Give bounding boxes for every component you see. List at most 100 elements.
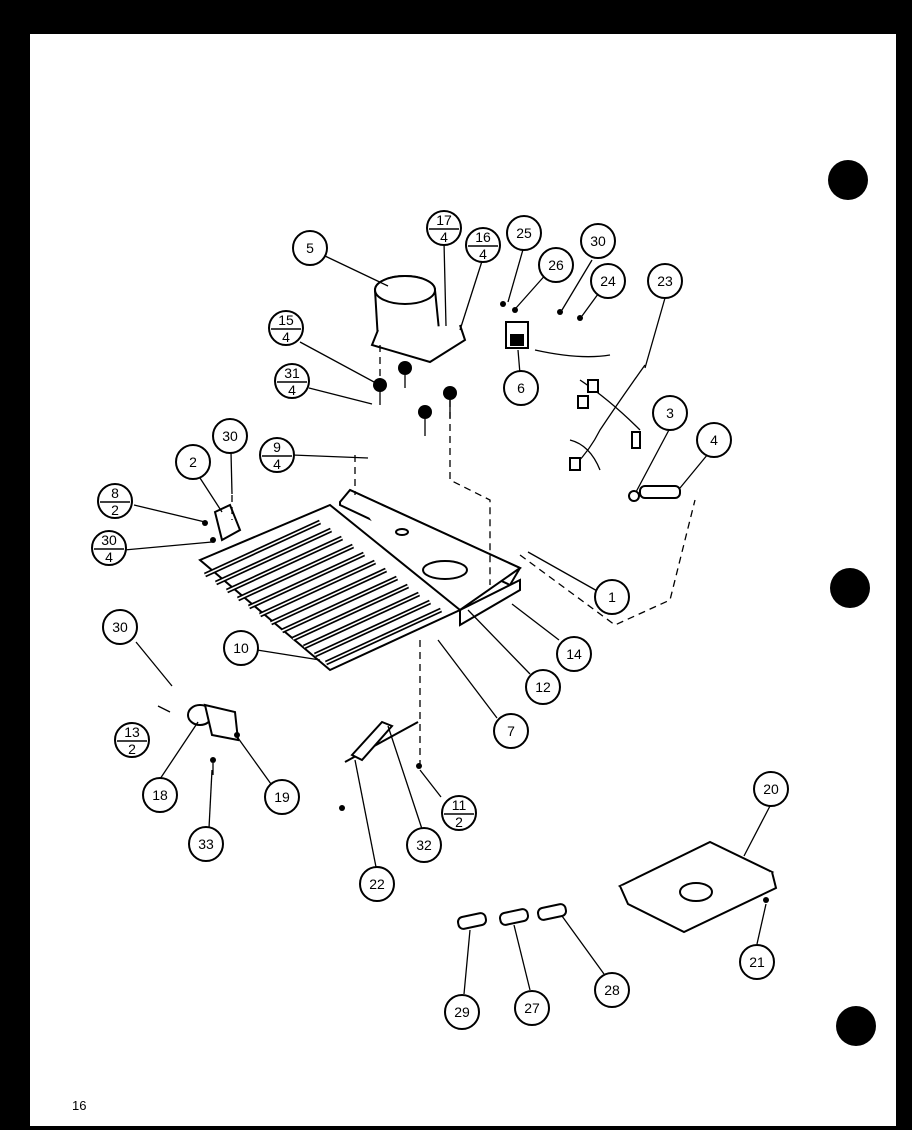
callout-c14: 14 bbox=[556, 636, 592, 672]
callout-c19: 19 bbox=[264, 779, 300, 815]
callout-sheet-number: 2 bbox=[128, 741, 136, 757]
callout-c30d: 30 bbox=[102, 609, 138, 645]
callout-number: 5 bbox=[306, 240, 314, 256]
coil-tube-highlight bbox=[314, 601, 431, 656]
assembly-dash-lines bbox=[231, 345, 696, 770]
callout-number: 33 bbox=[198, 836, 214, 852]
callout-c26: 26 bbox=[538, 247, 574, 283]
callout-number: 29 bbox=[454, 1004, 470, 1020]
callout-circle bbox=[538, 247, 574, 283]
callout-number: 14 bbox=[566, 646, 582, 662]
callout-c30b: 30 bbox=[212, 418, 248, 454]
callout-c5: 5 bbox=[292, 230, 328, 266]
callout-c31: 314 bbox=[274, 363, 310, 399]
drain-pan bbox=[617, 840, 778, 934]
callout-number: 26 bbox=[548, 257, 564, 273]
coil-tube-highlight bbox=[226, 537, 343, 592]
leader-lines bbox=[123, 241, 771, 995]
callout-number: 15 bbox=[278, 312, 294, 328]
callout-number: 21 bbox=[749, 954, 765, 970]
callout-c11: 112 bbox=[441, 795, 477, 831]
coil-tube-highlight bbox=[259, 561, 376, 616]
callout-circle bbox=[525, 669, 561, 705]
wiring-harness bbox=[534, 349, 646, 471]
callout-circle bbox=[264, 779, 300, 815]
callout-circle bbox=[594, 579, 630, 615]
callout-circle bbox=[753, 771, 789, 807]
callout-circle bbox=[590, 263, 626, 299]
relay-overload bbox=[500, 301, 583, 349]
start-capacitors bbox=[456, 903, 568, 930]
callout-circle bbox=[652, 395, 688, 431]
coil-tube-highlight bbox=[281, 577, 398, 632]
coil-tube-highlight bbox=[237, 545, 354, 600]
callout-number: 6 bbox=[517, 380, 525, 396]
callout-c29: 29 bbox=[444, 994, 480, 1030]
callout-number: 7 bbox=[507, 723, 515, 739]
callout-number: 23 bbox=[657, 273, 673, 289]
callout-sheet-number: 4 bbox=[105, 549, 113, 565]
callout-number: 3 bbox=[666, 405, 674, 421]
callout-circle bbox=[175, 444, 211, 480]
callout-number: 25 bbox=[516, 225, 532, 241]
callout-c6: 6 bbox=[503, 370, 539, 406]
compressor bbox=[370, 275, 467, 436]
binder-hole bbox=[828, 160, 868, 200]
callout-number: 4 bbox=[710, 432, 718, 448]
callout-sheet-number: 2 bbox=[111, 502, 119, 518]
callout-c3: 3 bbox=[652, 395, 688, 431]
callout-c2: 2 bbox=[175, 444, 211, 480]
callout-number: 30 bbox=[112, 619, 128, 635]
callout-c25: 25 bbox=[506, 215, 542, 251]
callout-sheet-number: 2 bbox=[455, 814, 463, 830]
callout-c4: 4 bbox=[696, 422, 732, 458]
callout-sheet-number: 4 bbox=[288, 382, 296, 398]
callout-c15: 154 bbox=[268, 310, 304, 346]
condenser-coil bbox=[198, 503, 462, 672]
callout-sheet-number: 4 bbox=[440, 229, 448, 245]
callout-c17: 174 bbox=[426, 210, 462, 246]
callout-c30c: 304 bbox=[91, 530, 127, 566]
callout-circle bbox=[97, 483, 133, 519]
callout-c8: 82 bbox=[97, 483, 133, 519]
callout-c7: 7 bbox=[493, 713, 529, 749]
coil-tube-highlight bbox=[215, 529, 332, 584]
callout-number: 17 bbox=[436, 212, 452, 228]
callout-circle bbox=[556, 636, 592, 672]
callout-circle bbox=[503, 370, 539, 406]
callout-circle bbox=[188, 826, 224, 862]
callout-circle bbox=[274, 363, 310, 399]
callout-number: 30 bbox=[101, 532, 117, 548]
coil-tube-highlight bbox=[204, 521, 321, 576]
fan-shroud-bracket bbox=[339, 720, 422, 811]
callout-circle bbox=[91, 530, 127, 566]
callout-circle bbox=[426, 210, 462, 246]
coil-tube-highlight bbox=[292, 585, 409, 640]
callout-number: 11 bbox=[452, 797, 467, 813]
callout-circle bbox=[647, 263, 683, 299]
callout-number: 28 bbox=[604, 982, 620, 998]
callout-number: 20 bbox=[763, 781, 779, 797]
callout-circle bbox=[580, 223, 616, 259]
exploded-parts-diagram: 5174164252630242315431463494302823041141… bbox=[91, 210, 789, 1030]
callout-sheet-number: 4 bbox=[273, 456, 281, 472]
callout-circle bbox=[406, 827, 442, 863]
callout-number: 12 bbox=[535, 679, 551, 695]
callout-sheet-number: 4 bbox=[282, 329, 290, 345]
callout-number: 13 bbox=[124, 724, 140, 740]
callout-number: 27 bbox=[524, 1000, 540, 1016]
callout-circle bbox=[594, 972, 630, 1008]
callout-c24: 24 bbox=[590, 263, 626, 299]
callout-number: 10 bbox=[233, 640, 249, 656]
callout-number: 24 bbox=[600, 273, 616, 289]
callout-circle bbox=[142, 777, 178, 813]
callout-circle bbox=[441, 795, 477, 831]
condenser-fan-motor bbox=[157, 703, 240, 775]
callout-number: 8 bbox=[111, 485, 119, 501]
callout-number: 22 bbox=[369, 876, 385, 892]
callout-circle bbox=[114, 722, 150, 758]
callout-c23: 23 bbox=[647, 263, 683, 299]
binder-hole bbox=[830, 568, 870, 608]
